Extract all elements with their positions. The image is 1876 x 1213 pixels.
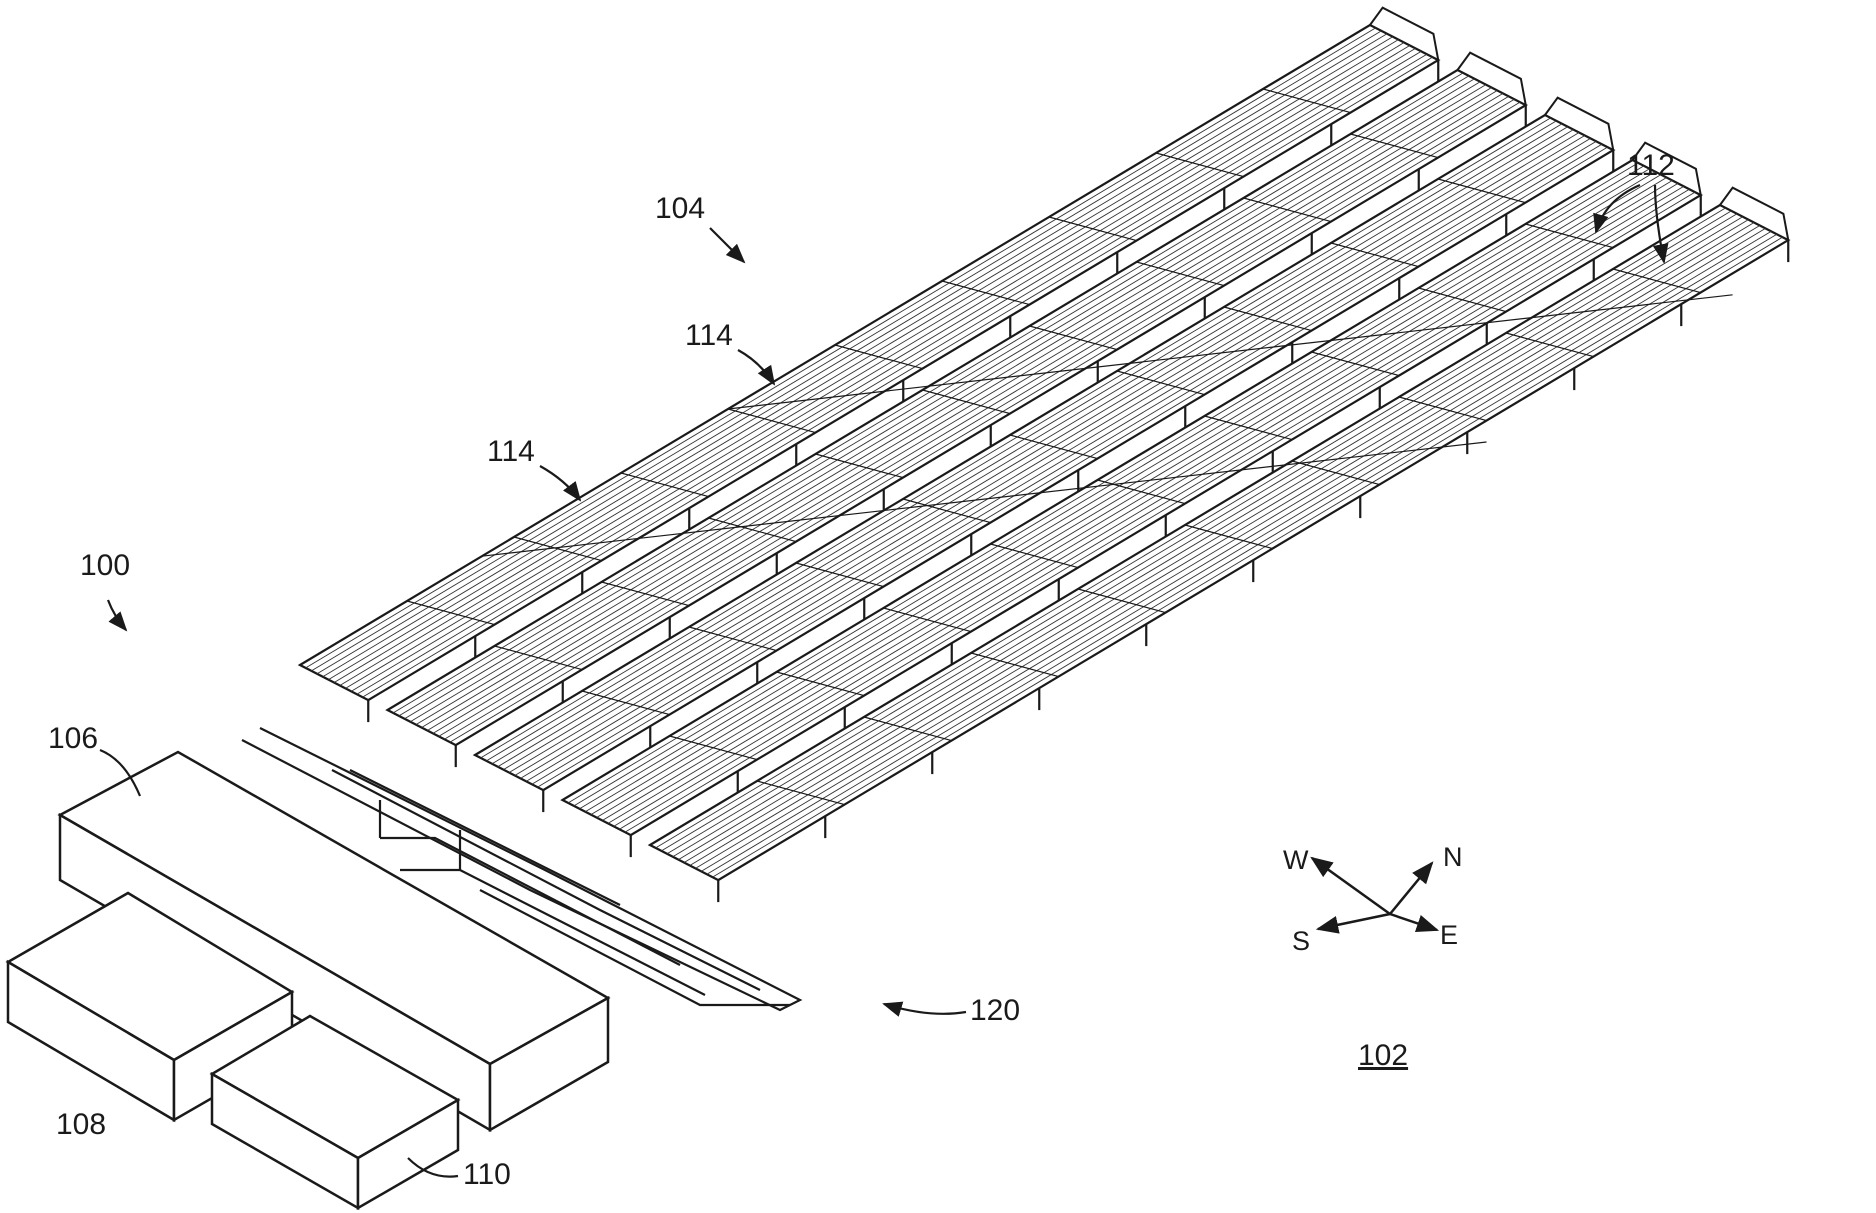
compass-rose: W N S E bbox=[1283, 842, 1463, 956]
ref-label-108: 108 bbox=[56, 1108, 106, 1141]
panel-slat bbox=[357, 54, 1427, 694]
ref-label-106: 106 bbox=[48, 722, 98, 755]
ref-label-100: 100 bbox=[80, 549, 130, 582]
panel-slat bbox=[580, 169, 1650, 809]
ref-label-120: 120 bbox=[970, 994, 1020, 1027]
ref-label-104: 104 bbox=[655, 192, 705, 225]
panel-slat bbox=[673, 217, 1743, 857]
panel-slat bbox=[439, 96, 1509, 736]
compass-south-label: S bbox=[1292, 926, 1310, 956]
panel-slat bbox=[351, 51, 1421, 691]
compass-west-label: W bbox=[1283, 845, 1309, 875]
panel-slat bbox=[661, 211, 1731, 851]
panel-slat bbox=[667, 214, 1737, 854]
panel-slat bbox=[574, 166, 1644, 806]
ref-label-110: 110 bbox=[463, 1158, 511, 1191]
ref-label-114-upper: 114 bbox=[685, 319, 733, 352]
ref-label-102: 102 bbox=[1358, 1039, 1408, 1072]
compass-east-label: E bbox=[1440, 920, 1458, 950]
compass-north-label: N bbox=[1443, 842, 1463, 872]
panel-slat bbox=[444, 99, 1514, 739]
ref-label-114-lower: 114 bbox=[487, 435, 535, 468]
panel-slat bbox=[433, 93, 1503, 733]
panel-slat bbox=[346, 48, 1416, 688]
ref-label-112: 112 bbox=[1627, 149, 1675, 182]
panel-slat bbox=[585, 172, 1655, 812]
